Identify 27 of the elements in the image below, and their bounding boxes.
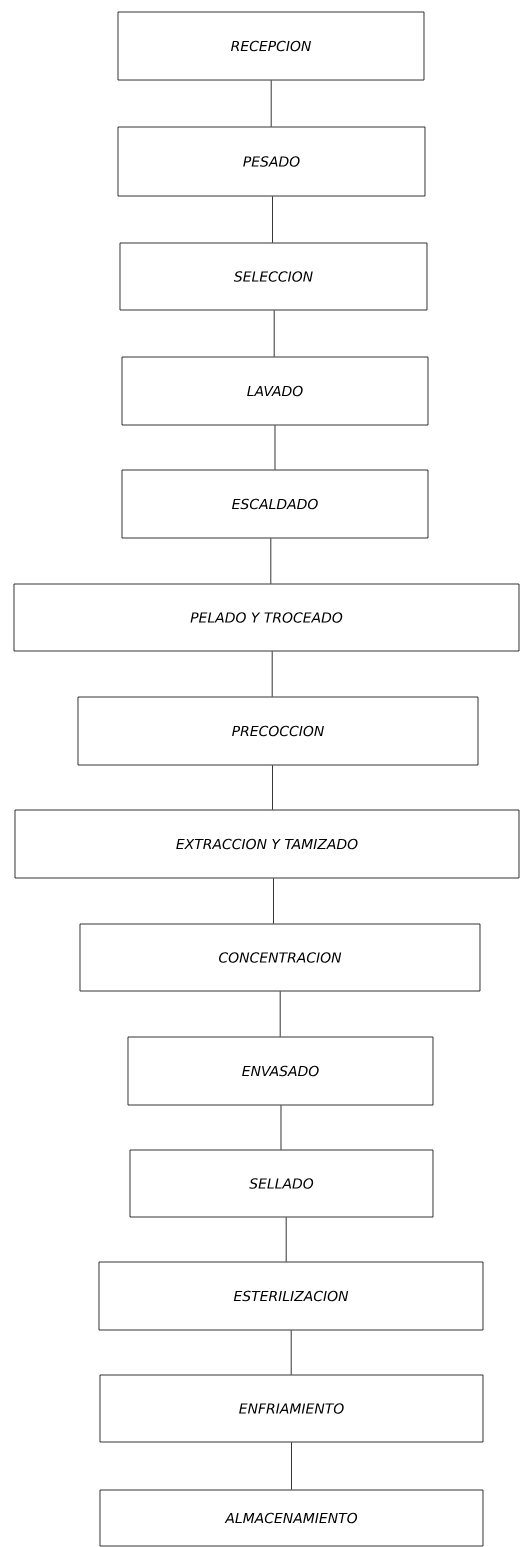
connector-line	[279, 991, 281, 1037]
connector-line	[280, 1105, 282, 1150]
connector-line	[285, 1217, 287, 1262]
process-box: RECEPCION	[117, 11, 425, 81]
process-box: ESTERILIZACION	[98, 1261, 484, 1331]
connector-line	[273, 878, 274, 924]
process-box: EXTRACCION Y TAMIZADO	[14, 809, 520, 879]
process-box: PRECOCCION	[77, 696, 479, 766]
process-box: SELECCION	[119, 242, 428, 311]
connector-line	[273, 310, 275, 357]
connector-line	[274, 425, 276, 470]
connector-line	[290, 1330, 292, 1375]
process-box: ENFRIAMIENTO	[99, 1374, 484, 1443]
process-box: ALMACENAMIENTO	[99, 1489, 484, 1547]
connector-line	[271, 651, 273, 697]
connector-line	[270, 80, 272, 127]
connector-line	[291, 1442, 292, 1490]
process-box: ESCALDADO	[121, 469, 429, 539]
connector-line	[272, 765, 273, 810]
process-box: LAVADO	[121, 356, 429, 426]
process-box: PESADO	[117, 126, 426, 197]
process-box: PELADO Y TROCEADO	[13, 583, 520, 652]
process-box: ENVASADO	[127, 1036, 434, 1106]
connector-line	[272, 196, 273, 243]
process-box: CONCENTRACION	[79, 923, 481, 992]
connector-line	[270, 538, 272, 584]
process-box: SELLADO	[129, 1149, 434, 1218]
